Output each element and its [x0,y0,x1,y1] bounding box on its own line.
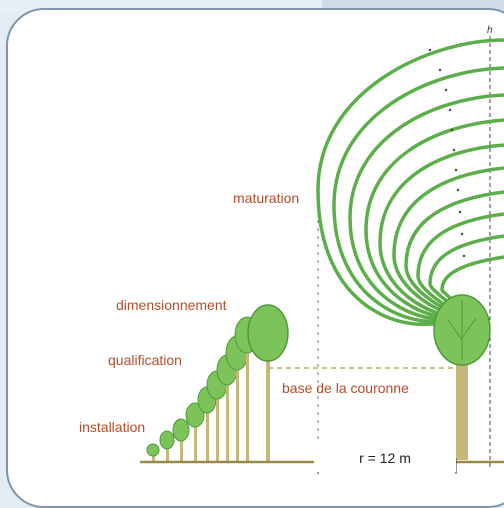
label-maturation: maturation [233,190,300,206]
label-base-couronne: base de la couronne [282,380,409,396]
label-dimensionnement: dimensionnement [116,297,227,313]
crown-ring [316,38,504,327]
ring-ticks [428,48,466,258]
crown-ring [392,166,504,317]
young-trees [146,304,289,462]
label-qualification: qualification [108,352,182,368]
tree-growth-diagram: h [140,25,504,474]
crown-rings [316,38,504,327]
crown-ring [348,93,504,321]
crown-ring [364,118,504,320]
label-installation: installation [79,419,146,435]
radius-label: r = 12 m [314,444,456,472]
crown-ring [378,143,504,318]
crown-ring [332,66,504,324]
h-axis-label: h [487,25,493,36]
